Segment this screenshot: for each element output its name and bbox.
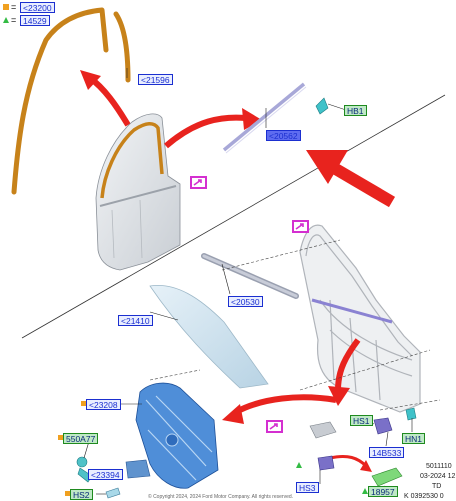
callout-hb1[interactable]: HB1 xyxy=(344,105,367,116)
link-icon[interactable] xyxy=(292,220,309,233)
speaker-part xyxy=(125,459,151,479)
footer-ref-1: 5011110 xyxy=(426,463,452,470)
hn1-nut-part xyxy=(405,407,417,421)
callout-hn1[interactable]: HN1 xyxy=(402,433,426,444)
legend-code-23200[interactable]: <23200 xyxy=(20,2,55,13)
hs1-clip-part xyxy=(373,417,393,435)
hb1-clip-part xyxy=(315,97,329,115)
glass-run-channel-part xyxy=(222,82,306,152)
callout-21596[interactable]: <21596 xyxy=(138,74,173,85)
window-regulator-part xyxy=(135,382,219,489)
weatherstrip-part xyxy=(11,7,131,195)
door-glass-part xyxy=(149,284,269,389)
footer-ref-4: K 0392530 0 xyxy=(404,493,444,500)
callout-20562-selected[interactable]: <20562 xyxy=(266,130,301,141)
legend-equals: = xyxy=(11,15,17,25)
callout-14b533[interactable]: 14B533 xyxy=(369,447,405,458)
copyright-notice: © Copyright 2024, 2024 Ford Motor Compan… xyxy=(148,494,294,500)
belt-weatherstrip-part xyxy=(201,253,299,299)
callout-20530[interactable]: <20530 xyxy=(228,296,263,307)
callout-23394[interactable]: <23394 xyxy=(88,469,123,480)
legend-equals: = xyxy=(11,2,17,12)
square-marker-icon xyxy=(65,491,70,496)
section-divider xyxy=(21,94,446,339)
red-arrow-regulator xyxy=(234,394,337,415)
red-arrow-highlight xyxy=(330,162,396,208)
hs3-screw-part xyxy=(317,455,335,471)
triangle-legend-symbol xyxy=(3,17,9,23)
callout-hs3[interactable]: HS3 xyxy=(296,482,319,493)
legend-code-14529[interactable]: 14529 xyxy=(20,15,50,26)
red-arrow-glassrun xyxy=(164,114,247,149)
callout-hs1[interactable]: HS1 xyxy=(350,415,373,426)
callout-23208[interactable]: <23208 xyxy=(86,399,121,410)
square-marker-icon xyxy=(58,435,63,440)
handle-part xyxy=(371,467,403,487)
triangle-marker-icon xyxy=(296,462,302,468)
link-icon[interactable] xyxy=(190,176,207,189)
callout-hs2[interactable]: HS2 xyxy=(70,489,93,500)
door-shell-part xyxy=(95,113,181,271)
assembly-lines xyxy=(149,239,441,411)
callout-21410[interactable]: <21410 xyxy=(118,315,153,326)
red-arrow-weatherstrip xyxy=(88,75,131,127)
latch-bracket-part xyxy=(309,421,337,439)
inner-door-frame-part xyxy=(299,224,421,413)
triangle-marker-icon xyxy=(362,488,368,494)
footer-ref-2: 03-2024 12 xyxy=(420,473,456,480)
footer-ref-3: TD xyxy=(432,483,442,490)
callout-550a77[interactable]: 550A77 xyxy=(63,433,99,444)
square-marker-icon xyxy=(81,401,86,406)
red-arrow-handle xyxy=(329,454,368,468)
link-icon[interactable] xyxy=(266,420,283,433)
red-arrow-latch xyxy=(335,338,361,391)
hs2-screw-part xyxy=(105,487,121,499)
square-legend-symbol xyxy=(3,4,9,10)
callout-18957[interactable]: 18957 xyxy=(368,486,398,497)
